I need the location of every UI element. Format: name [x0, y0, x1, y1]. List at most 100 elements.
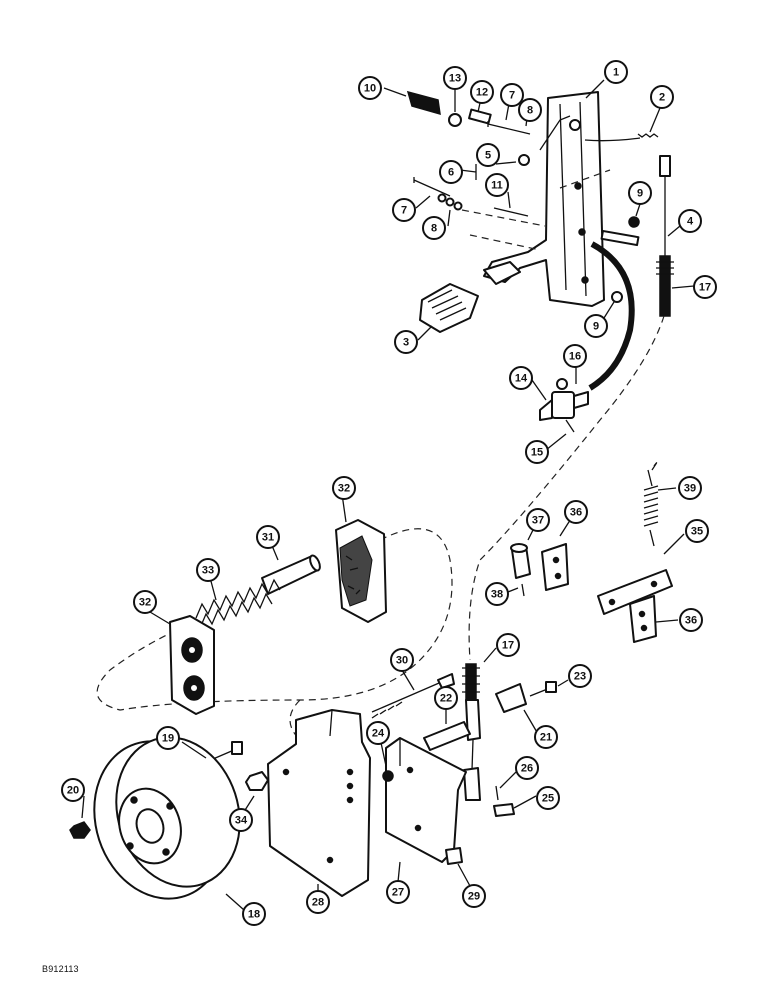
callout-c38: 38 [485, 582, 509, 606]
callout-c8b: 8 [422, 216, 446, 240]
callout-label: 38 [491, 589, 503, 601]
callout-label: 8 [527, 105, 533, 117]
callout-label: 9 [593, 321, 599, 333]
callout-label: 1 [613, 67, 619, 79]
callout-label: 27 [392, 887, 404, 899]
pedal-pad-part [419, 283, 479, 333]
bracket-35-part [597, 569, 673, 615]
callout-label: 4 [687, 216, 694, 228]
callout-circle [485, 173, 509, 197]
callout-circle [526, 508, 550, 532]
callout-label: 14 [515, 373, 528, 385]
callout-circle [358, 76, 382, 100]
spring-39-part [643, 462, 659, 547]
callout-c10: 10 [358, 76, 382, 100]
callout-label: 11 [491, 180, 503, 192]
callout-layer: 1234567788991011121314151617171819202122… [61, 60, 717, 926]
callout-circle [476, 143, 500, 167]
brake-pad-left [169, 615, 215, 715]
callout-c7b: 7 [392, 198, 416, 222]
callout-circle [500, 83, 524, 107]
bolt-7-lower-part [413, 177, 451, 197]
callout-c9a: 9 [628, 181, 652, 205]
nut-24-part [382, 770, 394, 782]
callout-circle [470, 80, 494, 104]
callout-c20: 20 [61, 778, 85, 802]
callout-c17a: 17 [693, 275, 717, 299]
callout-circle [679, 608, 703, 632]
callout-circle [439, 160, 463, 184]
callout-c23: 23 [568, 664, 592, 688]
callout-c17b: 17 [496, 633, 520, 657]
callout-circle [509, 366, 533, 390]
callout-circle [390, 648, 414, 672]
callout-circle [306, 890, 330, 914]
callout-circle [422, 216, 446, 240]
nut-34-part [245, 771, 269, 791]
callout-label: 24 [372, 728, 385, 740]
brake-outline-dash [96, 528, 453, 711]
callout-c31: 31 [256, 525, 280, 549]
callout-c7a: 7 [500, 83, 524, 107]
callout-c3: 3 [394, 330, 418, 354]
callout-label: 22 [440, 693, 452, 705]
callout-label: 29 [468, 891, 480, 903]
cotter-38-part [521, 583, 525, 597]
callout-label: 8 [431, 223, 437, 235]
callout-label: 21 [540, 732, 552, 744]
bolt-11-part [493, 207, 529, 217]
cotter-26-part [495, 785, 499, 801]
callout-c27: 27 [386, 880, 410, 904]
callout-circle [628, 181, 652, 205]
callout-c29: 29 [462, 884, 486, 908]
spring-33-part [195, 578, 281, 629]
callout-label: 3 [403, 337, 409, 349]
callout-circle [332, 476, 356, 500]
callout-circle [563, 344, 587, 368]
pin-37-part [510, 543, 531, 579]
callout-c1: 1 [604, 60, 628, 84]
callout-c6: 6 [439, 160, 463, 184]
plate-36-lower [629, 595, 657, 643]
callout-label: 18 [248, 909, 260, 921]
brake-pedal-assembly [483, 91, 605, 307]
plate-36-upper [541, 543, 569, 591]
callout-label: 13 [449, 73, 461, 85]
callout-circle [685, 519, 709, 543]
nut-9-right-part [628, 216, 640, 228]
callout-c22: 22 [434, 686, 458, 710]
callout-circle [604, 60, 628, 84]
callout-label: 17 [502, 640, 514, 652]
callout-c32a: 32 [332, 476, 356, 500]
washer-5-part [518, 154, 530, 166]
callout-c36b: 36 [679, 608, 703, 632]
callout-circle [443, 66, 467, 90]
callout-label: 7 [401, 205, 407, 217]
callout-circle [386, 880, 410, 904]
callout-label: 39 [684, 483, 696, 495]
callout-circle [196, 558, 220, 582]
callout-c11: 11 [485, 173, 509, 197]
callout-circle [242, 902, 266, 926]
callout-c39: 39 [678, 476, 702, 500]
rubber-knob-part [406, 90, 441, 116]
link-22-part [423, 721, 471, 751]
rod-30-part [371, 673, 455, 719]
callout-label: 25 [542, 793, 554, 805]
brake-pad-right [335, 519, 387, 623]
callout-label: 32 [139, 597, 151, 609]
callout-label: 16 [569, 351, 581, 363]
callout-c19: 19 [156, 726, 180, 750]
callout-label: 23 [574, 671, 586, 683]
callout-c24: 24 [366, 721, 390, 745]
clip-21-part [495, 683, 527, 713]
callout-circle [229, 808, 253, 832]
callout-circle [650, 85, 674, 109]
callout-c35: 35 [685, 519, 709, 543]
callout-circle [485, 582, 509, 606]
callout-c37: 37 [526, 508, 550, 532]
callout-c33: 33 [196, 558, 220, 582]
callout-label: 28 [312, 897, 324, 909]
callout-c16: 16 [563, 344, 587, 368]
